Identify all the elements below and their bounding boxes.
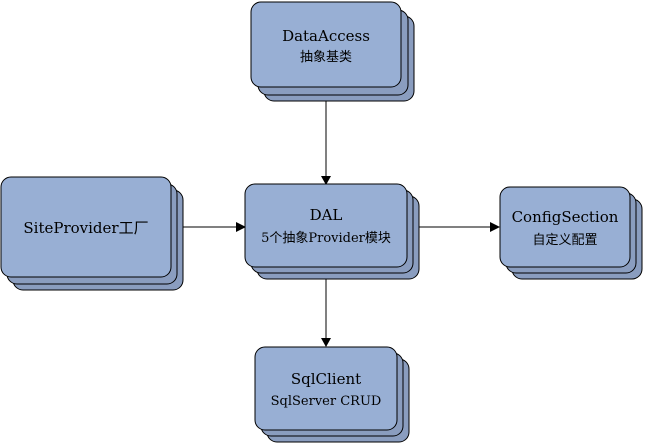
node-dal-subtitle: 5个抽象Provider模块 [261,231,391,246]
arrowhead-configsection-left [490,222,500,232]
node-sqlclient-box [254,346,398,431]
arrowhead-sqlclient-top [321,338,331,347]
node-sqlclient-title: SqlClient [291,370,361,388]
node-configsection-box [499,186,631,268]
node-dal: DAL 5个抽象Provider模块 [244,183,420,280]
arrowhead-dal-left [236,222,246,232]
node-sqlclient: SqlClient SqlServer CRUD [254,346,410,443]
node-dal-box [244,183,408,268]
node-siteprovider: SiteProvider工厂 [0,176,184,291]
node-dataaccess: DataAccess 抽象基类 [250,1,415,102]
node-configsection-title: ConfigSection [512,208,619,226]
arrowhead-dal-top [321,176,331,185]
node-siteprovider-title: SiteProvider工厂 [23,219,148,237]
node-configsection: ConfigSection 自定义配置 [499,186,643,280]
node-siteprovider-box [0,176,172,278]
node-dal-title: DAL [310,206,343,224]
connectors [182,92,500,347]
node-configsection-subtitle: 自定义配置 [532,233,597,248]
node-dataaccess-subtitle: 抽象基类 [300,50,352,65]
node-sqlclient-subtitle: SqlServer CRUD [271,394,382,409]
node-dataaccess-title: DataAccess [282,27,370,45]
node-dataaccess-box [250,1,402,88]
